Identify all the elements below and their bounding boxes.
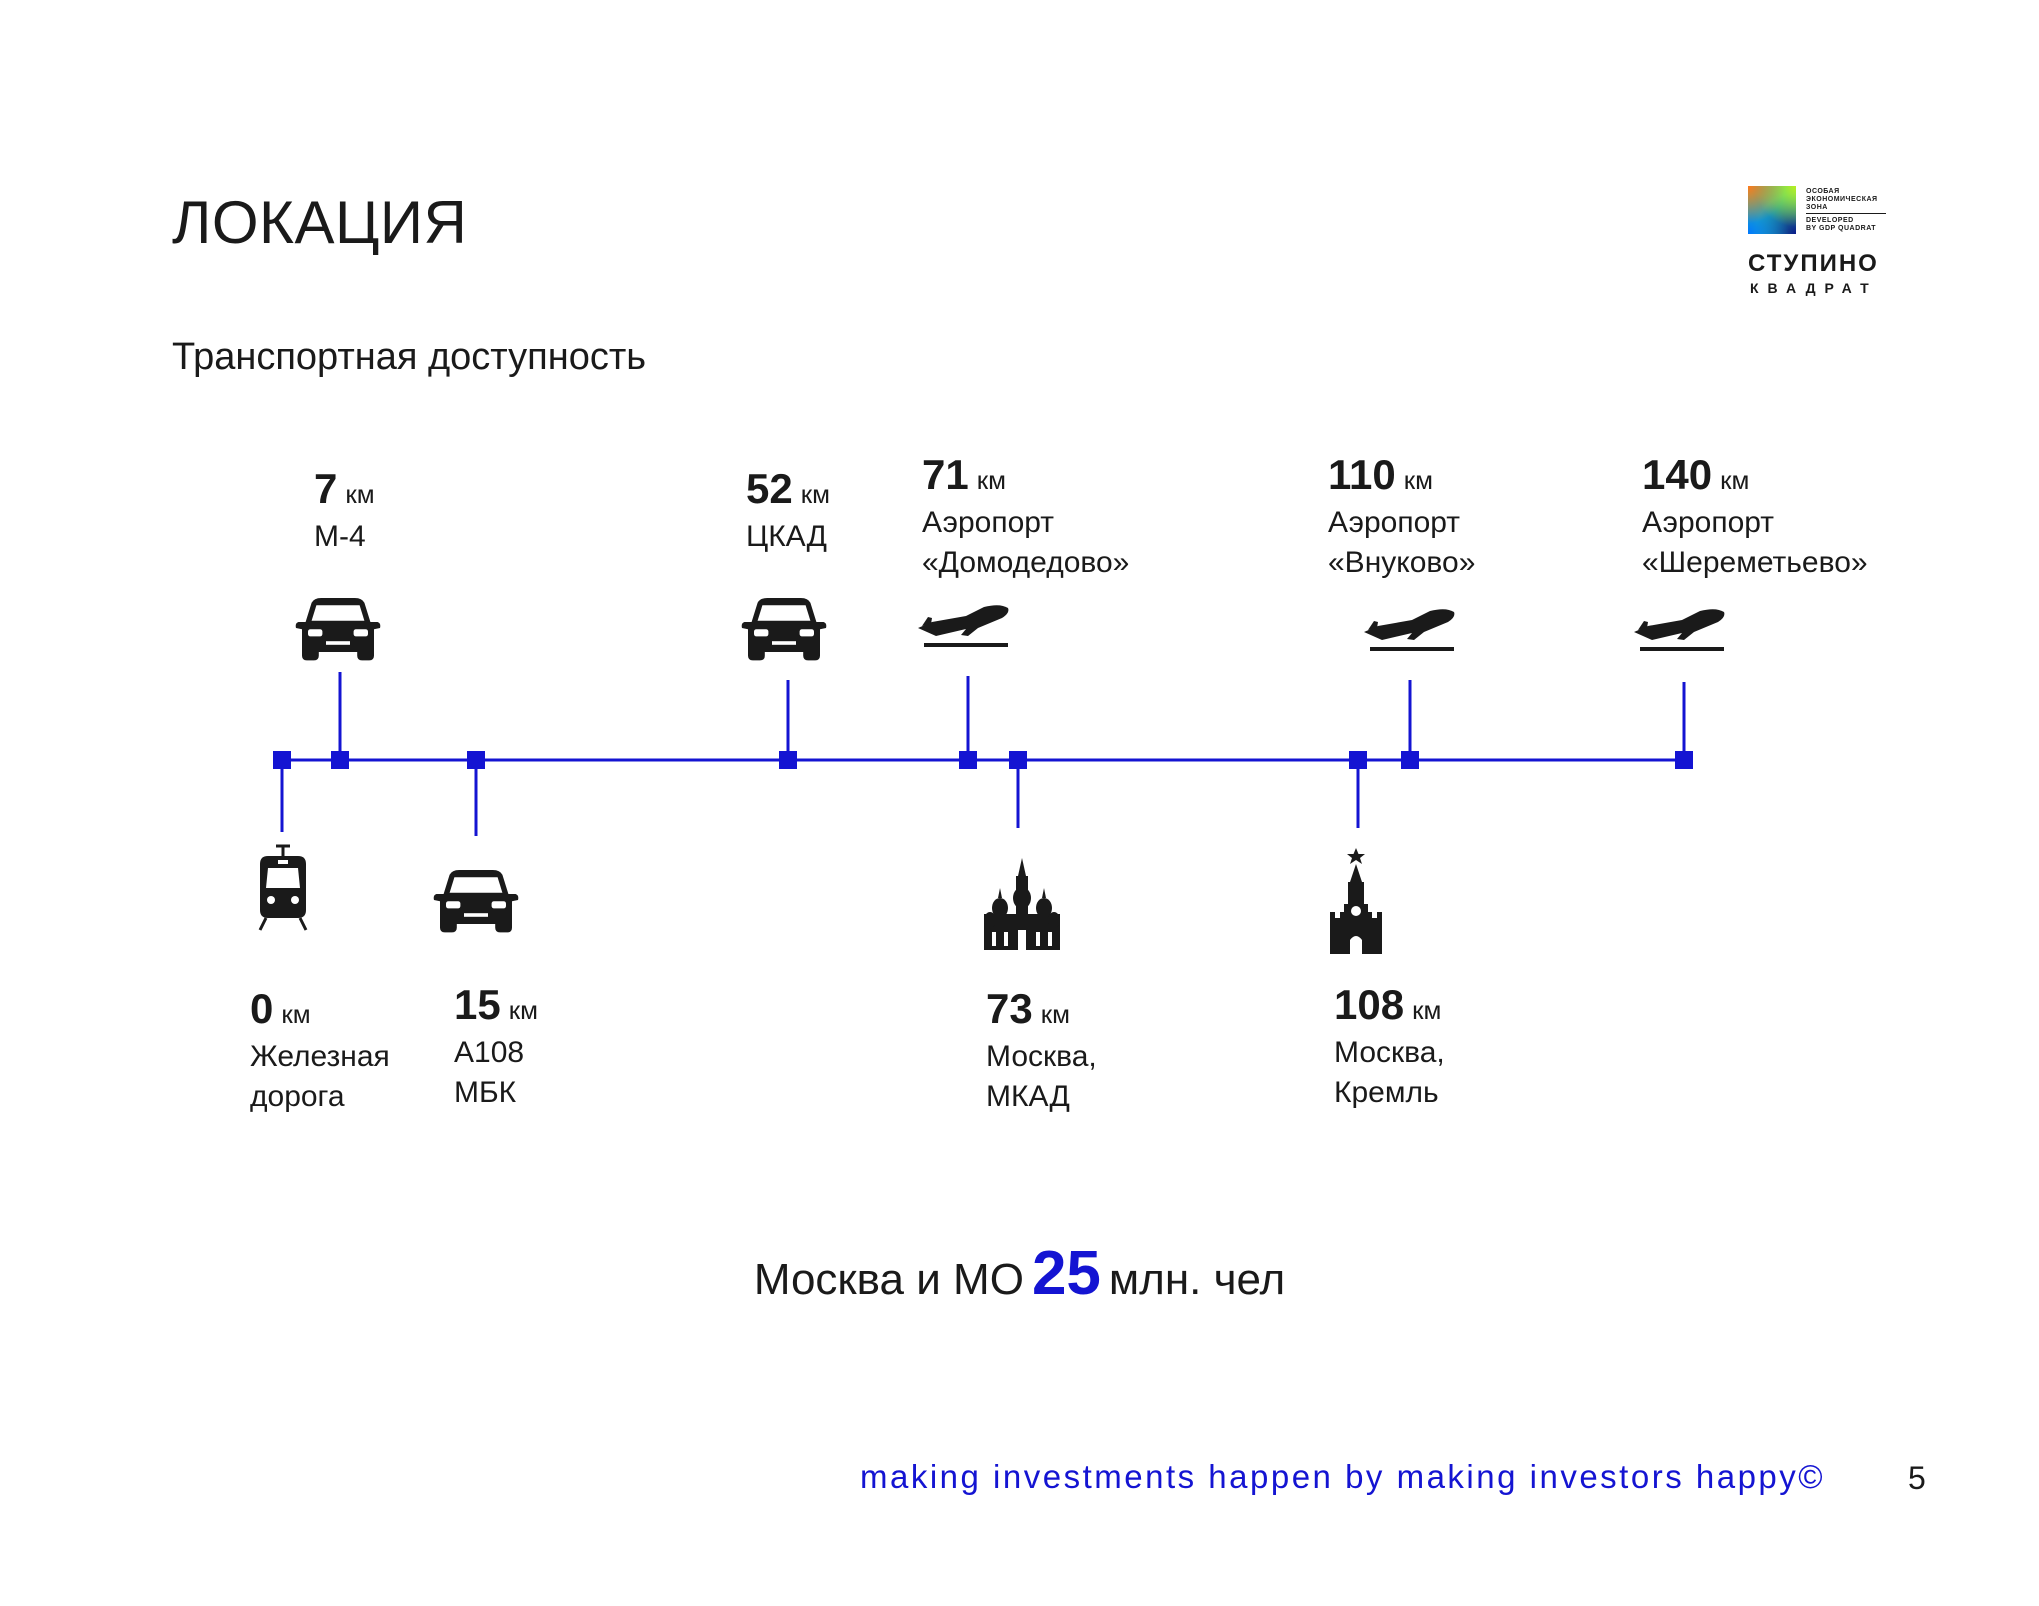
logo-text-line4: DEVELOPED — [1806, 217, 1854, 224]
airplane-icon — [918, 605, 1009, 647]
marker-7km — [331, 751, 349, 769]
airplane-icon — [1634, 609, 1725, 651]
stop-label: М-4 — [314, 520, 366, 553]
marker-71km — [959, 751, 977, 769]
logo-text-line2: ЭКОНОМИЧЕСКАЯ — [1806, 196, 1878, 203]
stop-label: «Домодедово» — [922, 546, 1130, 579]
stop-label: ЦКАД — [746, 520, 827, 553]
marker-73km — [1009, 751, 1027, 769]
stop-label: Железная — [250, 1040, 390, 1073]
stop-label: А108 — [454, 1036, 525, 1069]
kremlin-tower-icon — [1330, 848, 1382, 954]
marker-52km — [779, 751, 797, 769]
stop-label: дорога — [250, 1080, 345, 1113]
population-value: 25 — [1031, 1239, 1101, 1308]
logo-text-line3: ЗОНА — [1806, 204, 1828, 211]
logo-divider — [1806, 213, 1886, 214]
stop-label: Москва, — [1334, 1036, 1445, 1069]
population-suffix: млн. чел — [1108, 1255, 1286, 1304]
footer-slogan: making investments happen by making inve… — [860, 1458, 1826, 1495]
logo-text-line5: BY GDP QUADRAT — [1806, 225, 1877, 232]
cathedral-icon — [984, 858, 1060, 950]
stop-label: МБК — [454, 1076, 517, 1109]
stop-label: Кремль — [1334, 1076, 1439, 1109]
stop-label: Аэропорт — [1642, 506, 1775, 539]
car-icon — [741, 598, 827, 661]
marker-108km — [1349, 751, 1367, 769]
page-title: ЛОКАЦИЯ — [172, 189, 468, 256]
page-number: 5 — [1908, 1460, 1926, 1496]
stop-label: Москва, — [986, 1040, 1097, 1073]
train-icon — [258, 844, 308, 932]
marker-140km — [1675, 751, 1693, 769]
marker-110km — [1401, 751, 1419, 769]
stop-label: Аэропорт — [922, 506, 1055, 539]
marker-15km — [467, 751, 485, 769]
stop-label: «Шереметьево» — [1642, 546, 1868, 579]
logo-text-line1: ОСОБАЯ — [1806, 188, 1840, 195]
page-subtitle: Транспортная доступность — [172, 336, 647, 378]
stop-label: Аэропорт — [1328, 506, 1461, 539]
stop-label: «Внуково» — [1328, 546, 1476, 579]
logo-mark-icon — [1748, 186, 1796, 234]
logo-name: СТУПИНО — [1748, 250, 1879, 277]
car-icon — [433, 870, 519, 933]
car-icon — [295, 598, 381, 661]
population-prefix: Москва и МО — [753, 1255, 1024, 1304]
logo-subname: КВАДРАТ — [1750, 280, 1878, 296]
airplane-icon — [1364, 609, 1455, 651]
logo: ОСОБАЯ ЭКОНОМИЧЕСКАЯ ЗОНА DEVELOPED BY G… — [1748, 186, 1928, 306]
marker-0km — [273, 751, 291, 769]
stop-label: МКАД — [986, 1080, 1070, 1113]
